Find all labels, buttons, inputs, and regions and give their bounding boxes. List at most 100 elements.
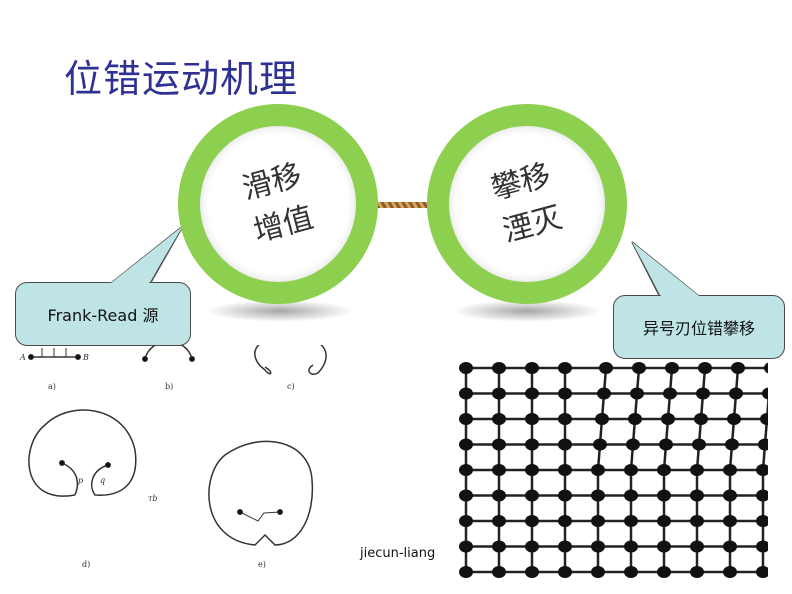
lattice-atom — [628, 413, 642, 425]
label-b: b) — [165, 382, 173, 391]
lattice-atom — [690, 515, 704, 527]
lattice-atom — [696, 387, 710, 400]
climb-label: 异号刃位错攀移 — [642, 319, 755, 338]
lattice-atom — [626, 438, 640, 451]
lattice-atom — [459, 438, 473, 451]
lattice-atom — [723, 489, 737, 502]
lattice-atom — [459, 413, 473, 425]
lattice-atom — [665, 362, 679, 374]
burgers-label: τb — [50, 345, 60, 347]
lattice-atom — [525, 413, 539, 425]
lattice-atom — [756, 566, 768, 578]
stage-b: b) — [142, 345, 195, 391]
lattice-atom — [756, 515, 768, 527]
lattice-atom — [525, 540, 539, 553]
lattice-atom — [657, 464, 671, 476]
lattice-atom — [657, 540, 671, 553]
lattice-atom — [731, 362, 745, 374]
lattice-atom — [459, 540, 473, 553]
frank-read-callout: Frank-Read 源 — [15, 282, 191, 346]
lattice-atom — [558, 540, 572, 553]
lattice-atom — [764, 362, 768, 374]
lattice-atom — [694, 413, 708, 425]
lattice-atom — [624, 489, 638, 502]
climb-callout: 异号刃位错攀移 — [613, 295, 785, 359]
lattice-atom — [723, 515, 737, 527]
lattice-atom — [727, 413, 741, 425]
lattice-atom — [558, 464, 572, 476]
lattice-atom — [525, 387, 539, 400]
edge-dislocation-lattice — [459, 362, 768, 578]
point-a-label: A — [19, 353, 26, 362]
stage-a: A B τb a) — [19, 345, 89, 391]
lattice-atom — [758, 438, 768, 451]
lattice-atom — [690, 464, 704, 476]
lattice-atom — [492, 566, 506, 578]
frank-read-diagram: A B τb a) b) c) p q τb d) e) — [19, 345, 327, 569]
lattice-atom — [558, 566, 572, 578]
lattice-atom — [459, 489, 473, 502]
lattice-atom — [690, 566, 704, 578]
lattice-atom — [459, 464, 473, 476]
lattice-atom — [762, 387, 768, 400]
p-label: p — [78, 476, 83, 485]
lattice-atom — [632, 362, 646, 374]
climb-annihilation-circle: 攀移 湮灭 — [427, 104, 627, 304]
lattice-atom — [630, 387, 644, 400]
stage-d: p q τb d) — [28, 409, 158, 569]
lattice-atom — [591, 566, 605, 578]
lattice-atom — [760, 413, 768, 425]
lattice-atom — [591, 540, 605, 553]
lattice-atom — [558, 438, 572, 451]
lattice-atom — [663, 387, 677, 400]
lattice-atom — [690, 540, 704, 553]
lattice-atom — [558, 387, 572, 400]
label-c: c) — [287, 382, 295, 391]
lattice-atom — [657, 566, 671, 578]
right-circle-shadow — [452, 300, 602, 322]
lattice-atom — [558, 413, 572, 425]
left-circle-shadow — [205, 300, 355, 322]
label-a: a) — [48, 382, 56, 391]
lattice-atom — [659, 438, 673, 451]
lattice-atom — [595, 413, 609, 425]
lattice-atom — [624, 464, 638, 476]
lattice-atom — [690, 489, 704, 502]
lattice-atom — [692, 438, 706, 451]
lattice-atom — [492, 515, 506, 527]
lattice-atom — [558, 515, 572, 527]
lattice-atom — [657, 515, 671, 527]
lattice-atom — [492, 464, 506, 476]
lattice-atom — [525, 489, 539, 502]
lattice-atom — [591, 489, 605, 502]
connector-rope — [356, 202, 452, 208]
frank-read-label: Frank-Read 源 — [47, 306, 159, 325]
lattice-atom — [492, 362, 506, 374]
burgers-label-d: τb — [148, 494, 158, 503]
lattice-atom — [459, 387, 473, 400]
lattice-atom — [725, 438, 739, 451]
lattice-atom — [597, 387, 611, 400]
point-b-label: B — [82, 353, 89, 362]
lattice-atom — [525, 438, 539, 451]
lattice-atom — [698, 362, 712, 374]
slip-multiplication-circle: 滑移 增值 — [178, 104, 378, 304]
lattice-atom — [525, 566, 539, 578]
q-label: q — [100, 476, 105, 485]
lattice-atom — [756, 489, 768, 502]
stage-e: e) — [208, 440, 314, 569]
lattice-atom — [459, 515, 473, 527]
lattice-atom — [459, 566, 473, 578]
lattice-atom — [558, 489, 572, 502]
lattice-atom — [492, 438, 506, 451]
lattice-atom — [624, 566, 638, 578]
lattice-atom — [593, 438, 607, 451]
lattice-atom — [756, 464, 768, 476]
lattice-atom — [591, 515, 605, 527]
lattice-atom — [459, 362, 473, 374]
label-d: d) — [82, 560, 90, 569]
lattice-atom — [591, 464, 605, 476]
watermark: jiecun-liang — [360, 546, 436, 561]
stage-c: c) — [254, 345, 327, 391]
